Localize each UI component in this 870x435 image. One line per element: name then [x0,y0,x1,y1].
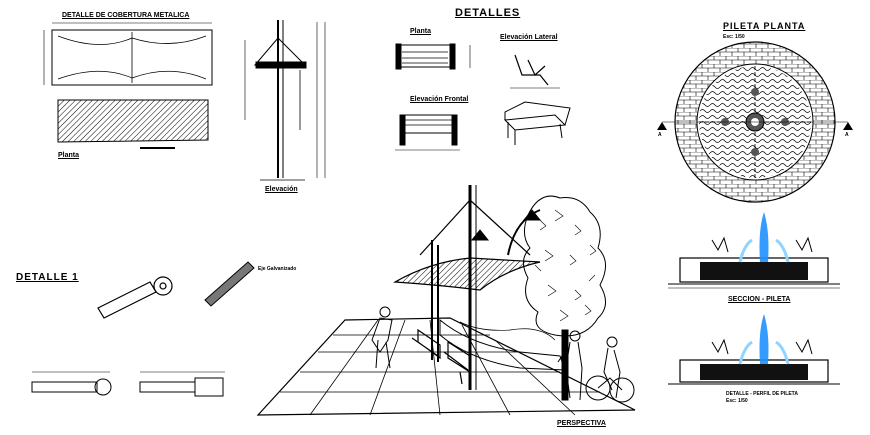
section-marker-right: A [845,132,849,138]
bench-3d-drawing [503,101,571,145]
bolt-label: Eje Galvanizado [258,266,297,272]
cover-section-hatch [57,99,209,149]
perspective-benches [411,328,471,386]
perspective-tree [523,195,606,401]
fountain-elevation-scale: Esc: 1/50 [726,398,748,404]
cover-detail-title: DETALLE DE COBERTURA METALICA [62,12,190,19]
bench-plan-label: Planta [410,28,432,35]
fountain-elevation-drawing [668,314,840,385]
perspective-label: PERSPECTIVA [557,420,606,427]
bench-front-label: Elevación Frontal [410,96,469,103]
bolt-elevation-drawing [31,371,225,397]
bench-side-label: Elevación Lateral [500,34,558,41]
bench-plan-drawing [395,43,471,70]
cover-plan-drawing [43,22,213,86]
bolt-eye-drawing [97,276,173,319]
fountain-plan-scale: Esc: 1/50 [723,34,745,40]
perspective-pavement [256,317,636,416]
pole-elevation-drawing [244,20,326,181]
bench-side-drawing [510,54,560,89]
detalles-title: DETALLES [455,7,521,19]
cover-plan-label: Planta [58,152,80,159]
fountain-elevation-title: DETALLE - PERFIL DE PILETA [726,391,798,397]
fountain-plan-drawing [657,41,853,203]
fountain-plan-title: PILETA PLANTA [723,21,806,31]
pole-elevation-label: Elevación [265,186,298,193]
fountain-section-title: SECCION - PILETA [728,296,791,303]
bolt-rod-drawing [204,261,255,307]
perspective-canopy [392,185,542,390]
detalle-1-title: DETALLE 1 [16,272,79,283]
fountain-section-drawing [668,212,840,289]
perspective-people [371,306,635,403]
bench-front-drawing [395,114,460,151]
section-marker-left: A [658,132,662,138]
